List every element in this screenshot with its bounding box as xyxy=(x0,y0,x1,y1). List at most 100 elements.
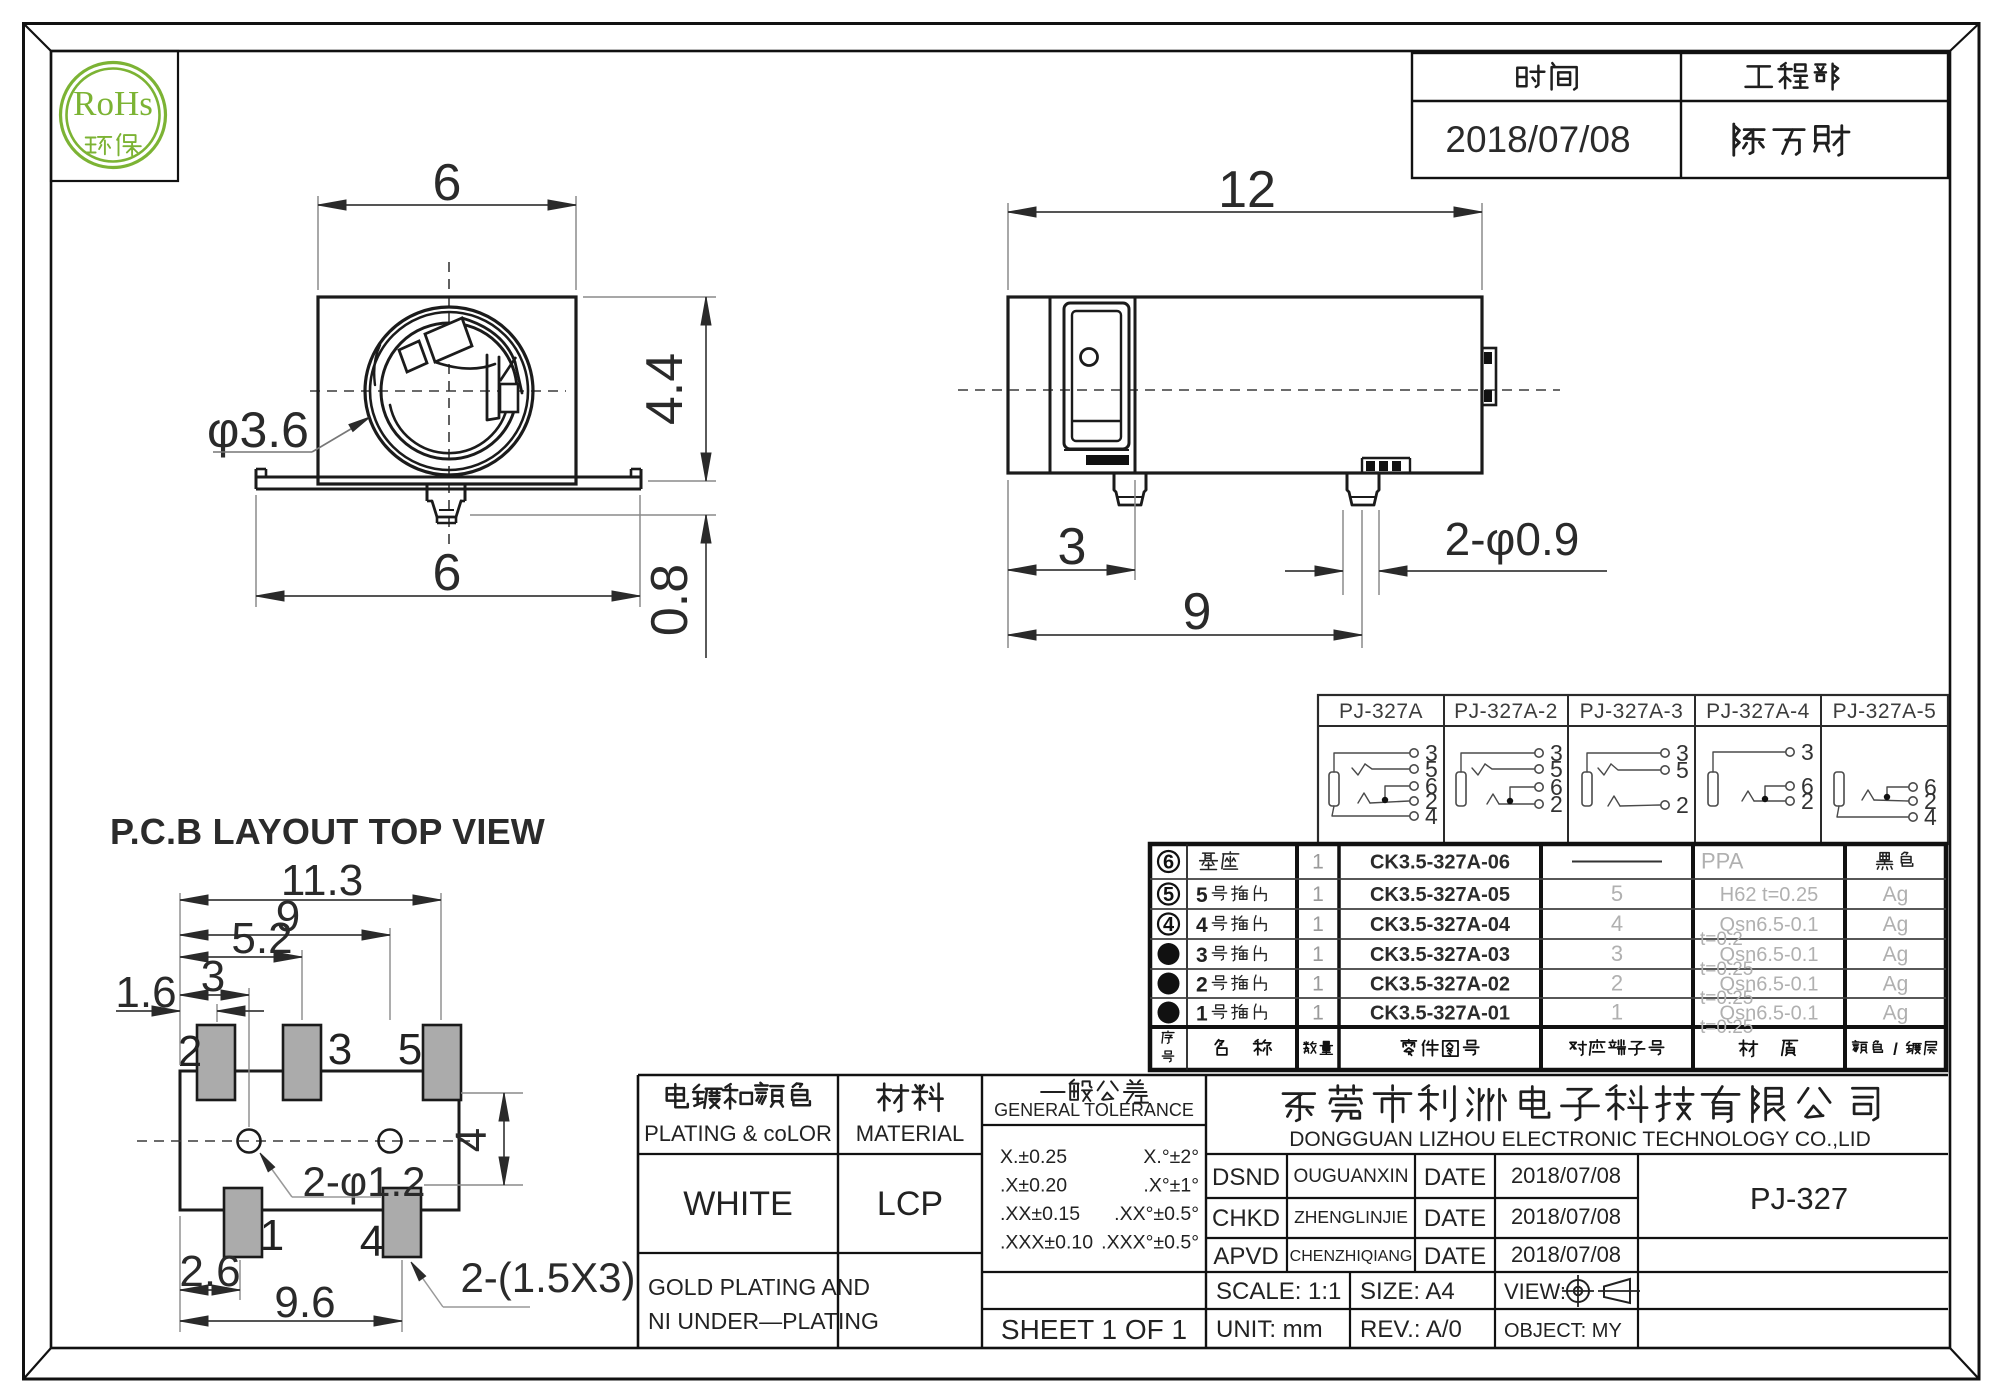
svg-text:t=0.25: t=0.25 xyxy=(1700,988,1753,1009)
svg-text:φ3.6: φ3.6 xyxy=(207,402,309,458)
svg-text:SHEET 1 OF 1: SHEET 1 OF 1 xyxy=(1001,1314,1187,1345)
svg-text:4: 4 xyxy=(1924,804,1937,830)
svg-text:2: 2 xyxy=(1801,788,1814,814)
svg-text:SIZE: A4: SIZE: A4 xyxy=(1360,1278,1455,1305)
svg-text:Ag: Ag xyxy=(1883,883,1909,906)
svg-text:1: 1 xyxy=(260,1211,284,1260)
svg-text:2018/07/08: 2018/07/08 xyxy=(1511,1204,1621,1229)
svg-text:CK3.5-327A-03: CK3.5-327A-03 xyxy=(1370,944,1510,966)
svg-text:1: 1 xyxy=(1312,883,1324,906)
svg-text:2: 2 xyxy=(1676,792,1689,818)
svg-text:6: 6 xyxy=(1801,773,1814,799)
svg-text:1: 1 xyxy=(1312,973,1324,996)
svg-text:4: 4 xyxy=(360,1217,384,1266)
svg-text:VIEW:: VIEW: xyxy=(1504,1279,1566,1304)
svg-text:OUGUANXIN: OUGUANXIN xyxy=(1293,1166,1408,1187)
svg-text:Qsn6.5-0.1: Qsn6.5-0.1 xyxy=(1720,914,1819,936)
svg-text:1.6: 1.6 xyxy=(115,968,176,1017)
svg-text:DONGGUAN LIZHOU ELECTRONIC TEC: DONGGUAN LIZHOU ELECTRONIC TECHNOLOGY CO… xyxy=(1289,1128,1870,1151)
svg-text:Ag: Ag xyxy=(1883,913,1909,936)
svg-text:Qsn6.5-0.1: Qsn6.5-0.1 xyxy=(1720,944,1819,966)
svg-text:DATE: DATE xyxy=(1424,1205,1486,1232)
svg-text:CK3.5-327A-06: CK3.5-327A-06 xyxy=(1370,852,1510,874)
svg-text:REV.: A/0: REV.: A/0 xyxy=(1360,1316,1462,1343)
svg-text:6: 6 xyxy=(433,544,462,602)
svg-text:PJ-327A-4: PJ-327A-4 xyxy=(1706,700,1810,723)
svg-text:LCP: LCP xyxy=(877,1185,943,1223)
svg-text:11.3: 11.3 xyxy=(281,856,363,905)
svg-text:SCALE: 1:1: SCALE: 1:1 xyxy=(1216,1278,1341,1305)
svg-text:5: 5 xyxy=(398,1025,422,1074)
svg-text:.XXX°±0.5°: .XXX°±0.5° xyxy=(1101,1232,1199,1254)
svg-text:9: 9 xyxy=(1183,583,1212,641)
svg-text:Ag: Ag xyxy=(1883,943,1909,966)
svg-text:6: 6 xyxy=(1924,774,1937,800)
svg-text:2-φ1.2: 2-φ1.2 xyxy=(303,1158,426,1205)
svg-text:5: 5 xyxy=(1163,884,1174,906)
svg-text:DATE: DATE xyxy=(1424,1164,1486,1191)
svg-text:2-(1.5X3): 2-(1.5X3) xyxy=(460,1254,635,1301)
svg-text:5: 5 xyxy=(1550,756,1563,782)
svg-text:3: 3 xyxy=(1676,740,1689,766)
svg-text:3: 3 xyxy=(1611,941,1623,966)
svg-text:2: 2 xyxy=(1611,971,1623,996)
svg-text:Qsn6.5-0.1: Qsn6.5-0.1 xyxy=(1720,974,1819,996)
svg-text:3: 3 xyxy=(1196,944,1208,967)
svg-text:DSND: DSND xyxy=(1212,1164,1280,1191)
svg-text:0.8: 0.8 xyxy=(641,564,699,636)
svg-text:X.°±2°: X.°±2° xyxy=(1143,1146,1199,1168)
svg-text:2.6: 2.6 xyxy=(179,1247,240,1296)
svg-text:1: 1 xyxy=(1196,1003,1208,1026)
svg-text:PJ-327: PJ-327 xyxy=(1750,1181,1848,1216)
svg-text:PLATING & coLOR: PLATING & coLOR xyxy=(644,1121,832,1146)
svg-text:5: 5 xyxy=(1611,881,1623,906)
svg-text:3: 3 xyxy=(1425,740,1438,766)
svg-text:t=0.25: t=0.25 xyxy=(1700,1017,1753,1038)
svg-text:2018/07/08: 2018/07/08 xyxy=(1511,1163,1621,1188)
svg-text:4: 4 xyxy=(1425,803,1438,829)
svg-text:MATERIAL: MATERIAL xyxy=(856,1121,964,1146)
svg-text:4: 4 xyxy=(1163,914,1175,936)
svg-text:6: 6 xyxy=(1425,773,1438,799)
svg-text:6: 6 xyxy=(1550,774,1563,800)
svg-text:.X±0.20: .X±0.20 xyxy=(1000,1175,1067,1197)
svg-text:5: 5 xyxy=(1425,756,1438,782)
svg-text:2: 2 xyxy=(1425,788,1438,814)
svg-text:3: 3 xyxy=(328,1025,352,1074)
svg-text:4: 4 xyxy=(447,1128,496,1152)
svg-text:.XXX±0.10: .XXX±0.10 xyxy=(1000,1232,1093,1254)
svg-text:.XX°±0.5°: .XX°±0.5° xyxy=(1114,1203,1199,1225)
svg-text:2018/07/08: 2018/07/08 xyxy=(1445,119,1630,160)
svg-text:Ag: Ag xyxy=(1883,973,1909,996)
svg-text:RoHs: RoHs xyxy=(73,84,153,123)
svg-text:CHENZHIQIANG: CHENZHIQIANG xyxy=(1290,1248,1413,1265)
svg-text:3: 3 xyxy=(1058,518,1087,576)
svg-text:9.6: 9.6 xyxy=(274,1278,335,1327)
svg-text:1: 1 xyxy=(1312,1002,1324,1025)
svg-text:PJ-327A-2: PJ-327A-2 xyxy=(1454,700,1558,723)
svg-text:2018/07/08: 2018/07/08 xyxy=(1511,1242,1621,1267)
svg-text:ZHENGLINJIE: ZHENGLINJIE xyxy=(1294,1207,1408,1227)
svg-text:5.2: 5.2 xyxy=(231,914,292,963)
svg-text:NI UNDER—PLATING: NI UNDER—PLATING xyxy=(648,1308,879,1334)
svg-text:2: 2 xyxy=(1924,788,1937,814)
svg-text:Ag: Ag xyxy=(1883,1002,1909,1025)
svg-text:PJ-327A-5: PJ-327A-5 xyxy=(1833,700,1937,723)
svg-text:Qsn6.5-0.1: Qsn6.5-0.1 xyxy=(1720,1003,1819,1025)
svg-text:5: 5 xyxy=(1676,757,1689,783)
svg-text:9: 9 xyxy=(276,892,300,941)
svg-text:.X°±1°: .X°±1° xyxy=(1143,1175,1199,1197)
svg-text:CK3.5-327A-05: CK3.5-327A-05 xyxy=(1370,884,1510,906)
svg-text:2: 2 xyxy=(178,1027,202,1076)
svg-text:CK3.5-327A-01: CK3.5-327A-01 xyxy=(1370,1003,1510,1025)
svg-text:OBJECT: MY: OBJECT: MY xyxy=(1504,1320,1622,1342)
svg-text:CHKD: CHKD xyxy=(1212,1205,1280,1232)
svg-text:.XX±0.15: .XX±0.15 xyxy=(1000,1203,1080,1225)
svg-text:1: 1 xyxy=(1312,943,1324,966)
svg-text:4: 4 xyxy=(1196,914,1208,937)
svg-text:1: 1 xyxy=(1312,913,1324,936)
svg-text:4: 4 xyxy=(1611,911,1623,936)
svg-text:GOLD PLATING AND: GOLD PLATING AND xyxy=(648,1274,870,1300)
svg-text:X.±0.25: X.±0.25 xyxy=(1000,1146,1067,1168)
svg-text:2-φ0.9: 2-φ0.9 xyxy=(1445,513,1580,565)
